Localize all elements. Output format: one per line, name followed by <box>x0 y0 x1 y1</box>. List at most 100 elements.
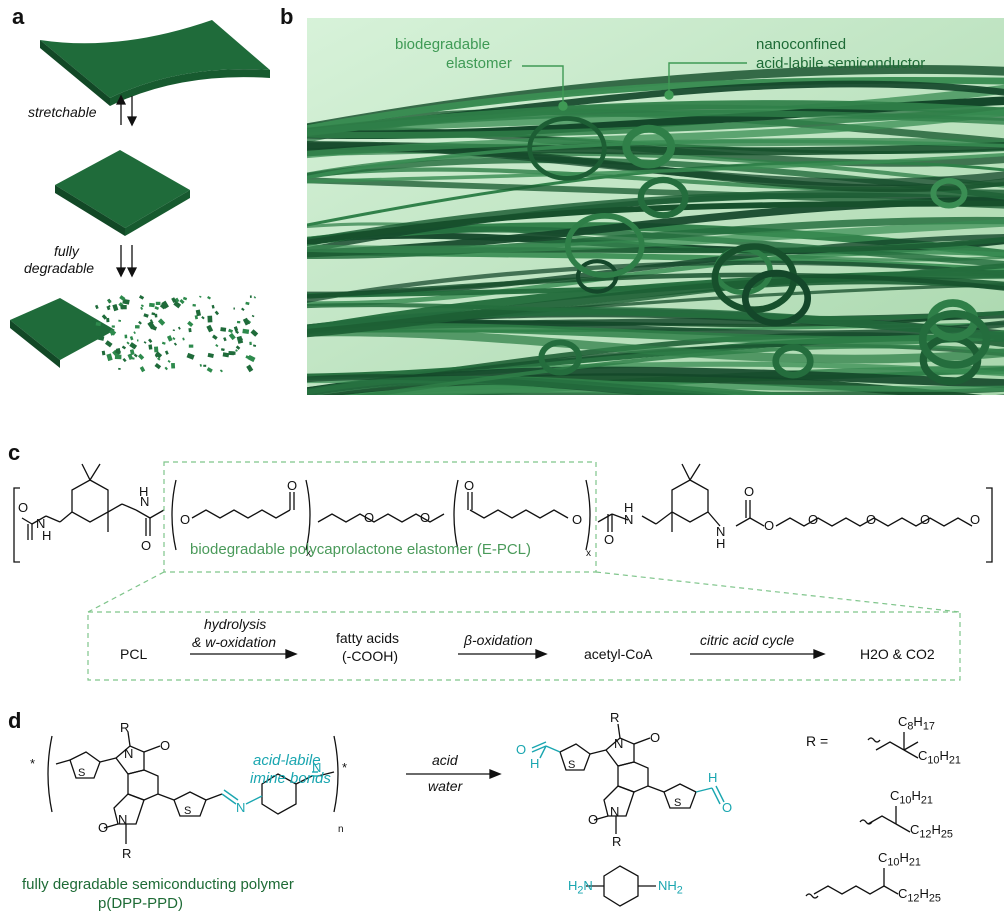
fragment <box>199 363 203 367</box>
fragment <box>242 328 250 335</box>
svg-text:N: N <box>124 746 133 761</box>
fragment <box>252 344 257 348</box>
fragment <box>153 346 159 353</box>
fiber-strand <box>307 152 1004 184</box>
svg-text:n: n <box>338 824 344 835</box>
svg-text:O: O <box>18 500 28 515</box>
imine-label-line2: imine bonds <box>250 770 331 787</box>
fragment <box>235 349 238 352</box>
fiber-loop <box>564 213 645 278</box>
fragment <box>122 298 130 305</box>
svg-text:O: O <box>588 812 598 827</box>
polymer-name-line2: p(DPP-PPD) <box>98 895 184 912</box>
pathway-pcl: PCL <box>120 646 148 662</box>
svg-text:O: O <box>650 730 660 745</box>
fragment <box>148 338 153 343</box>
fragment <box>211 304 215 309</box>
pathway-acetyl-coa: acetyl-CoA <box>584 646 653 662</box>
fragment <box>195 309 202 317</box>
svg-text:R: R <box>612 834 621 849</box>
fiber-loop <box>772 343 814 379</box>
panel-d-letter: d <box>8 708 22 733</box>
stretched-film <box>40 20 270 106</box>
svg-text:S: S <box>568 759 575 771</box>
stretchable-label: stretchable <box>28 104 97 120</box>
fragment <box>187 320 194 327</box>
svg-text:O: O <box>604 532 614 547</box>
svg-text:S: S <box>674 797 681 809</box>
label-leaders <box>522 62 747 111</box>
arrow-label-acid: acid <box>432 752 458 768</box>
fragment <box>171 297 177 304</box>
svg-text:H: H <box>624 500 633 515</box>
fiber-loop <box>622 124 676 169</box>
fiber-strand <box>307 375 735 395</box>
fragment <box>129 336 134 341</box>
fragment <box>101 314 108 320</box>
fragment <box>233 307 235 310</box>
fragment <box>206 324 214 333</box>
stretch-arrows <box>115 94 138 278</box>
fragment <box>220 348 225 352</box>
fragment <box>188 344 194 348</box>
fragment <box>140 304 144 308</box>
fragment <box>129 342 138 350</box>
r3-branch-a: C10H21 <box>878 850 921 869</box>
fragment <box>172 337 176 341</box>
fragment <box>133 353 138 358</box>
svg-text:N: N <box>312 760 321 775</box>
fragment <box>108 305 111 308</box>
svg-text:N: N <box>36 516 45 531</box>
svg-text:H: H <box>716 536 725 551</box>
fragment <box>215 343 219 348</box>
fragment <box>222 352 230 358</box>
fragment <box>120 305 127 310</box>
fiber-loop <box>538 339 582 376</box>
fragment <box>157 318 166 326</box>
fragment <box>150 325 158 331</box>
pathway-h2o-co2: H2O & CO2 <box>860 646 935 662</box>
degradation-fragments <box>92 295 259 373</box>
r1-branch-b: C10H21 <box>918 748 961 767</box>
svg-text:S: S <box>78 767 85 779</box>
svg-text:x: x <box>306 548 311 559</box>
svg-text:O: O <box>516 742 526 757</box>
fragment <box>235 330 240 334</box>
panel-c-letter: c <box>8 440 21 465</box>
fragment <box>137 353 145 360</box>
fragment <box>108 300 112 303</box>
fragment <box>126 341 130 345</box>
fragment <box>182 296 188 301</box>
fragment <box>114 349 121 355</box>
fragment <box>192 303 196 307</box>
fragment <box>148 344 153 350</box>
fragment <box>122 357 127 363</box>
degradable-label: degradable <box>24 260 95 276</box>
fiber-strand <box>307 216 1004 259</box>
fragment <box>228 351 235 356</box>
fiber-loop <box>637 176 689 219</box>
pathway-step1-line1: hydrolysis <box>204 616 267 632</box>
fragment <box>119 295 126 301</box>
fragment <box>236 320 241 324</box>
fragment <box>173 300 182 309</box>
fiber-network-image <box>307 18 1004 395</box>
fragment <box>237 336 244 342</box>
svg-text:N: N <box>118 812 127 827</box>
svg-text:N: N <box>236 800 245 815</box>
svg-text:O: O <box>420 510 430 525</box>
square-film <box>55 150 190 236</box>
fragment <box>159 303 166 310</box>
svg-text:O: O <box>970 512 980 527</box>
amine-left: H2N <box>568 878 593 897</box>
svg-text:O: O <box>722 800 732 815</box>
svg-text:O: O <box>98 820 108 835</box>
fragment <box>242 317 250 326</box>
fragment <box>241 307 245 311</box>
svg-text:N: N <box>140 494 149 509</box>
polymer-name-line1: fully degradable semiconducting polymer <box>22 876 294 893</box>
r3-branch-b: C12H25 <box>898 886 941 905</box>
fragment <box>140 306 144 310</box>
fragment <box>136 339 139 342</box>
